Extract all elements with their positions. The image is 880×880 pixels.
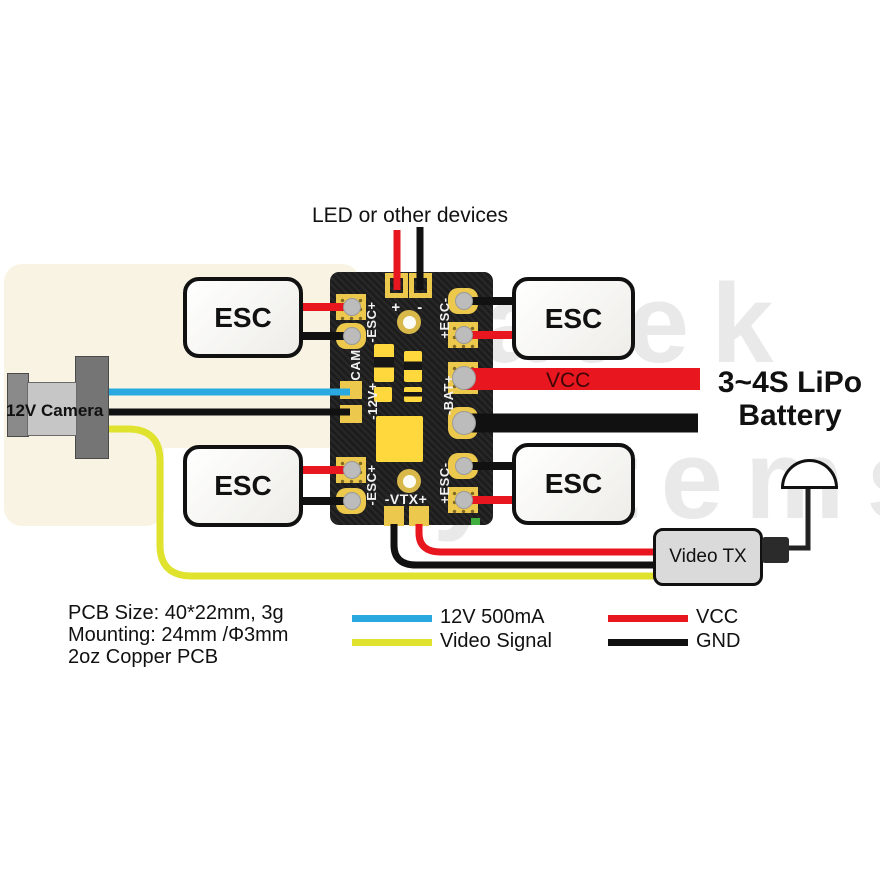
solder-esc-bl-black (343, 492, 361, 510)
solder-esc-bl-red (343, 461, 361, 479)
esc-top-left: ESC (183, 277, 303, 358)
legend-label-gnd: GND (696, 630, 741, 652)
spec-size: PCB Size: 40*22mm, 3g (68, 602, 284, 624)
video-tx-box: Video TX (653, 528, 763, 586)
smd-resistor-1 (374, 344, 394, 382)
esc-bottom-left: ESC (183, 445, 303, 527)
camera-back (75, 356, 109, 459)
esc-top-right: ESC (512, 277, 635, 360)
legend-label-12v: 12V 500mA (440, 606, 545, 628)
vtx-plus-pad (409, 506, 429, 526)
spec-mounting: Mounting: 24mm /Φ3mm (68, 624, 289, 646)
solder-esc-tl-black (343, 327, 361, 345)
camera-body (27, 382, 77, 436)
solder-esc-tl-red (343, 298, 361, 316)
solder-esc-br-black (455, 457, 473, 475)
legend-swatch-vcc (608, 615, 688, 622)
wire-video-signal-yellow (105, 425, 662, 580)
pcb-specs: PCB Size: 40*22mm, 3g Mounting: 24mm /Φ3… (68, 602, 288, 668)
smd-resistor-2 (404, 351, 422, 382)
silk-led-minus: - (417, 299, 423, 316)
legend-label-vcc: VCC (696, 606, 739, 628)
camera-lens (7, 373, 29, 437)
status-led (471, 518, 480, 525)
esc-label: ESC (214, 301, 272, 333)
vtx-minus-pad (384, 506, 404, 526)
wire-vtx-vcc (415, 524, 662, 556)
led-devices-title: LED or other devices (311, 204, 509, 227)
esc-label: ESC (544, 302, 603, 334)
silk-vtx: -VTX+ (384, 491, 428, 507)
battery-line2: Battery (738, 399, 842, 432)
esc-label: ESC (544, 468, 603, 499)
wire-vtx-gnd (390, 524, 662, 569)
smd-capacitor-2 (404, 387, 422, 402)
legend-swatch-video (352, 639, 432, 646)
solder-bat-minus (452, 411, 476, 435)
video-tx-label: Video TX (669, 546, 747, 567)
antenna-stem (786, 486, 811, 551)
vcc-wire-label: VCC (546, 369, 591, 392)
mounting-hole-bottom-bore (403, 475, 416, 488)
smd-capacitor-1 (374, 387, 392, 402)
legend-swatch-12v (352, 615, 432, 622)
esc-label: ESC (214, 470, 272, 501)
regulator-chip (376, 416, 423, 462)
silk-led-plus: + (391, 299, 401, 316)
solder-bat-plus (452, 366, 476, 390)
legend-swatch-gnd (608, 639, 688, 646)
solder-esc-tr-red (455, 326, 473, 344)
esc-bottom-right: ESC (512, 443, 635, 525)
battery-line1: 3~4S LiPo (717, 366, 863, 399)
mounting-hole-top-bore (403, 316, 416, 329)
antenna-connector (762, 537, 789, 563)
solder-esc-br-red (455, 491, 473, 509)
spec-copper: 2oz Copper PCB (68, 646, 219, 668)
solder-esc-tr-black (455, 292, 473, 310)
battery-label: 3~4S LiPo Battery (700, 366, 880, 432)
legend-label-video: Video Signal (440, 630, 552, 652)
camera-label: 12V Camera (6, 401, 104, 420)
